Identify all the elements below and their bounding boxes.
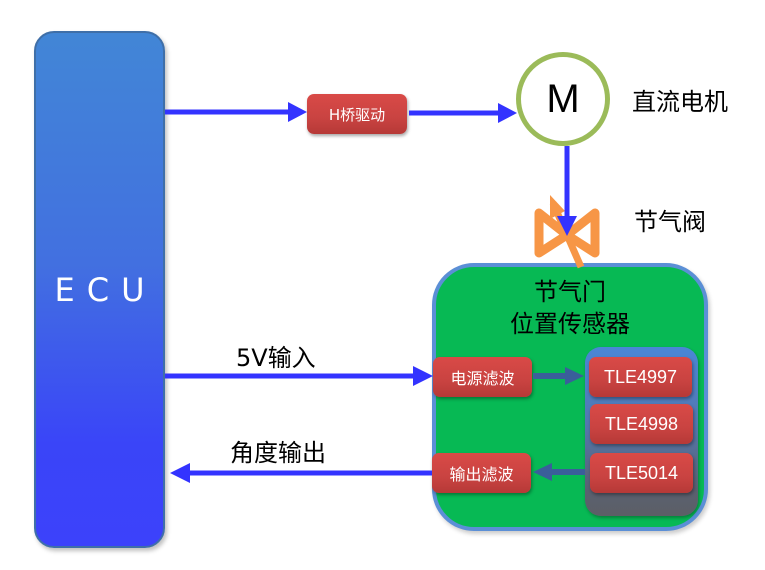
arrow-5v-input [165, 366, 433, 386]
arrow-ecu-to-hbridge [165, 102, 307, 122]
sensor-title: 节气门 位置传感器 [432, 276, 708, 340]
ecu-block: ECU [34, 31, 165, 548]
h-bridge-block: H桥驱动 [307, 94, 407, 134]
arrow-filter-to-chip [533, 367, 584, 385]
arrow-motor-to-valve [557, 146, 577, 236]
motor-label: 直流电机 [632, 88, 728, 116]
input-signal-label: 5V输入 [236, 344, 316, 372]
arrow-hbridge-to-motor [409, 103, 517, 123]
chip-tle5014: TLE5014 [590, 453, 693, 493]
chip-tle4998: TLE4998 [590, 404, 693, 444]
ecu-label: ECU [54, 270, 157, 309]
output-signal-label: 角度输出 [230, 439, 326, 467]
valve-label: 节气阀 [634, 208, 706, 236]
motor-symbol-letter: M [546, 76, 580, 121]
chip-tle4997: TLE4997 [589, 357, 692, 397]
output-filter-block: 输出滤波 [432, 453, 531, 493]
sensor-title-line2: 位置传感器 [510, 310, 630, 338]
arrow-angle-output [170, 463, 432, 483]
motor-symbol: M [516, 52, 610, 146]
arrow-chip-to-filter [533, 463, 585, 481]
power-filter-block: 电源滤波 [433, 357, 532, 397]
sensor-title-line1: 节气门 [534, 278, 606, 306]
